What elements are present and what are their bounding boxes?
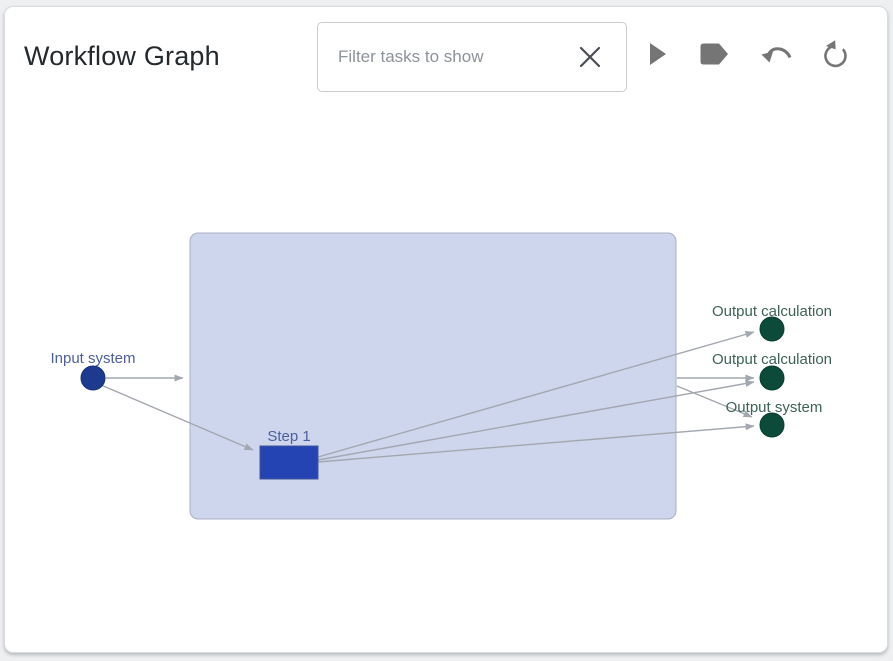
- undo-button[interactable]: [754, 32, 798, 76]
- reset-icon: [824, 40, 847, 68]
- node-label-input-system: Input system: [50, 350, 135, 367]
- edge-step-1-to-output-calculation-1: [317, 330, 755, 458]
- run-button[interactable]: [636, 32, 680, 76]
- filter-box: [317, 22, 627, 92]
- node-input-system[interactable]: [80, 365, 106, 391]
- x-icon: [579, 46, 601, 68]
- header: Workflow Graph: [0, 0, 893, 100]
- node-label-output-system: Output system: [726, 399, 823, 416]
- reset-button[interactable]: [814, 32, 858, 76]
- edge-step-1-to-output-calculation-2: [317, 380, 755, 461]
- node-output-calculation-1[interactable]: [759, 316, 785, 342]
- node-label-output-calculation-2: Output calculation: [712, 351, 832, 368]
- node-label-step-1: Step 1: [267, 428, 310, 445]
- edge-group-1-to-output-system: [676, 385, 753, 418]
- filter-tasks-input[interactable]: [318, 47, 566, 67]
- tag-button[interactable]: [692, 32, 736, 76]
- node-output-system[interactable]: [759, 412, 785, 438]
- node-output-calculation-2[interactable]: [759, 365, 785, 391]
- node-step-1[interactable]: [259, 445, 319, 480]
- clear-filter-button[interactable]: [566, 33, 614, 81]
- node-label-output-calculation-1: Output calculation: [712, 303, 832, 320]
- page-title: Workflow Graph: [24, 41, 220, 71]
- tag-icon: [700, 43, 728, 65]
- play-icon: [650, 43, 666, 65]
- edge-input-system-to-step-1: [100, 384, 254, 451]
- undo-icon: [761, 47, 792, 63]
- edge-step-1-to-output-system: [317, 423, 755, 463]
